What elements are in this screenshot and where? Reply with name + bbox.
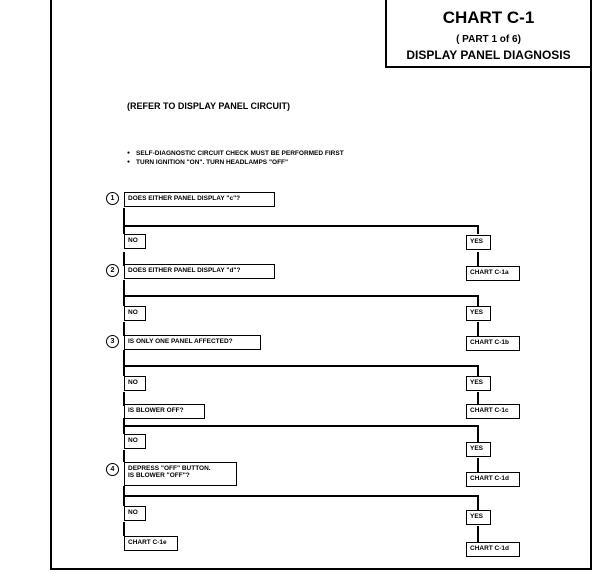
no-label: NO	[124, 506, 146, 521]
step-number-badge: 3	[106, 335, 119, 348]
decision-box: IS BLOWER OFF?	[124, 404, 205, 419]
yes-label: YES	[466, 235, 491, 250]
refer-note: (REFER TO DISPLAY PANEL CIRCUIT)	[127, 101, 291, 111]
title-block: CHART C-1 ( PART 1 of 6) DISPLAY PANEL D…	[385, 0, 592, 68]
yes-label: YES	[466, 442, 491, 457]
chart-part: ( PART 1 of 6)	[456, 34, 521, 45]
decision-box: DOES EITHER PANEL DISPLAY "d"?	[124, 264, 275, 279]
yes-label: YES	[466, 510, 491, 525]
no-label: NO	[124, 376, 146, 391]
result-box: CHART C-1a	[466, 266, 520, 281]
chart-title: DISPLAY PANEL DIAGNOSIS	[406, 48, 571, 62]
decision-box: DOES EITHER PANEL DISPLAY "c"?	[124, 192, 275, 207]
step-number-badge: 4	[106, 463, 119, 476]
no-label: NO	[124, 434, 146, 449]
step-number-badge: 2	[106, 264, 119, 277]
result-box: CHART C-1e	[124, 536, 178, 551]
precondition-notes: SELF-DIAGNOSTIC CIRCUIT CHECK MUST BE PE…	[127, 149, 344, 167]
no-label: NO	[124, 306, 146, 321]
decision-box: DEPRESS "OFF" BUTTON. IS BLOWER "OFF"?	[124, 462, 237, 486]
yes-label: YES	[466, 376, 491, 391]
chart-frame	[50, 0, 592, 570]
result-box: CHART C-1b	[466, 336, 520, 351]
decision-box: IS ONLY ONE PANEL AFFECTED?	[124, 335, 261, 350]
yes-label: YES	[466, 306, 491, 321]
result-box: CHART C-1d	[466, 472, 520, 487]
step-number-badge: 1	[106, 192, 119, 205]
result-box: CHART C-1d	[466, 542, 520, 557]
chart-number: CHART C-1	[442, 8, 535, 27]
note-item: SELF-DIAGNOSTIC CIRCUIT CHECK MUST BE PE…	[127, 149, 344, 158]
no-label: NO	[124, 234, 146, 249]
note-item: TURN IGNITION "ON". TURN HEADLAMPS "OFF"	[127, 158, 344, 167]
result-box: CHART C-1c	[466, 404, 520, 419]
